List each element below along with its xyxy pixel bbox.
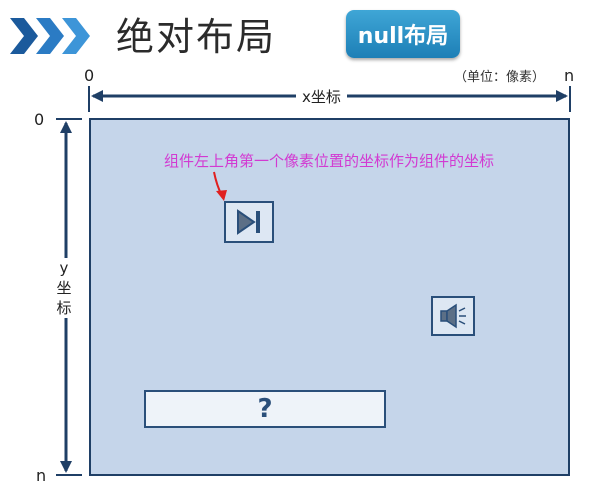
y-axis-label-3: 标	[56, 299, 72, 317]
x-axis-left-arrowhead	[91, 90, 103, 102]
y-axis-label-2: 坐	[56, 279, 72, 297]
null-layout-badge: null布局	[346, 10, 460, 58]
y-axis-top-arrowhead	[60, 121, 72, 133]
annotation-arrow-head	[216, 190, 227, 201]
help-button[interactable]: ?	[144, 390, 386, 428]
x-axis-label: x坐标	[296, 86, 347, 107]
y-axis-label: y 坐 标	[55, 258, 73, 318]
x-axis-right-arrowhead	[556, 90, 568, 102]
y-axis-label-1: y	[59, 259, 69, 277]
y-origin-label: 0	[34, 110, 45, 129]
y-axis-bottom-arrowhead	[60, 461, 72, 473]
x-end-label: n	[564, 66, 575, 85]
question-mark-icon: ?	[257, 394, 273, 424]
y-end-label: n	[36, 466, 47, 485]
volume-button[interactable]	[431, 296, 475, 336]
skip-next-icon	[237, 209, 260, 235]
annotation-text: 组件左上角第一个像素位置的坐标作为组件的坐标	[164, 152, 495, 170]
page-title: 绝对布局	[116, 15, 277, 59]
next-track-button[interactable]	[224, 201, 274, 243]
x-origin-label: 0	[84, 66, 95, 85]
unit-label: （单位：像素）	[454, 70, 546, 85]
chevron-arrows-icon	[10, 18, 90, 54]
speaker-icon	[440, 303, 466, 329]
